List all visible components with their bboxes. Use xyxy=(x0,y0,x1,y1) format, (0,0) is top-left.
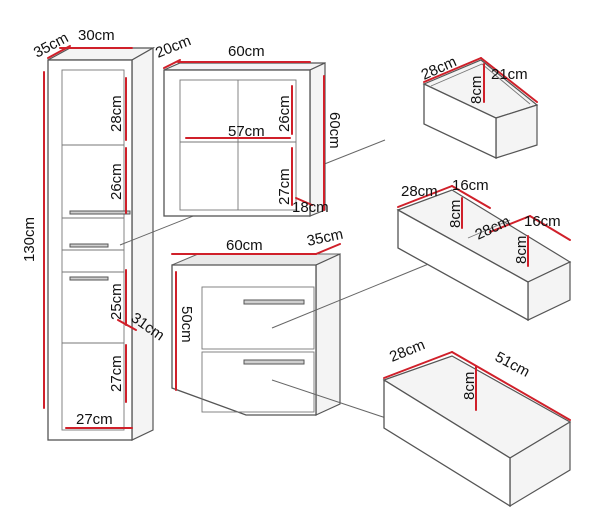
tall-cabinet: 35cm 30cm 130cm 28cm 26cm 25cm 31cm 27cm… xyxy=(21,27,386,441)
wall-inner-depth-label: 18cm xyxy=(292,199,329,216)
drawer-split-left-height-label: 8cm xyxy=(447,200,464,228)
tall-bottom-width-label: 27cm xyxy=(76,411,113,428)
drawer-large-height-label: 8cm xyxy=(461,372,478,400)
tall-width-label: 30cm xyxy=(78,27,115,44)
drawer-small-depth-label: 21cm xyxy=(491,66,528,83)
wall-depth-label: 20cm xyxy=(153,32,193,62)
wall-lower-shelf-label: 27cm xyxy=(276,168,293,205)
drawer-handle xyxy=(69,243,109,248)
drawer-split-left-width-label: 28cm xyxy=(401,183,438,200)
tall-height-label: 130cm xyxy=(21,217,38,262)
vanity-width-label: 60cm xyxy=(226,237,263,254)
wall-height-label: 60cm xyxy=(326,112,343,149)
wall-width-label: 60cm xyxy=(228,43,265,60)
wall-inner-width-label: 57cm xyxy=(228,123,265,140)
drawer-split: 28cm 16cm 8cm 28cm 16cm 8cm xyxy=(396,177,572,322)
drawer-small-height-label: 8cm xyxy=(468,76,485,104)
drawer-handle xyxy=(69,276,109,281)
tall-shelf-1-label: 28cm xyxy=(108,95,125,132)
vanity-cabinet: 60cm 35cm 50cm xyxy=(171,226,449,431)
drawer-split-right-depth-label: 16cm xyxy=(524,213,561,230)
drawer-small: 28cm 21cm 8cm xyxy=(419,53,539,160)
drawer-split-right-height-label: 8cm xyxy=(513,236,530,264)
vanity-depth-label: 35cm xyxy=(305,226,344,250)
drawer-large: 28cm 51cm 8cm xyxy=(382,336,572,508)
tall-shelf-4-label: 27cm xyxy=(108,355,125,392)
wall-upper-shelf-label: 26cm xyxy=(276,95,293,132)
drawer-handle xyxy=(243,299,305,305)
tall-shelf-2-label: 26cm xyxy=(108,163,125,200)
drawer-split-left-depth-label: 16cm xyxy=(452,177,489,194)
drawer-handle xyxy=(243,359,305,365)
wall-cabinet: 20cm 60cm 60cm 57cm 26cm 27cm 18cm xyxy=(153,32,343,217)
tall-shelf-3-label: 25cm xyxy=(108,283,125,320)
drawer-large-width-label: 28cm xyxy=(387,336,427,366)
drawer-large-depth-label: 51cm xyxy=(492,349,532,381)
shelf-handle xyxy=(69,210,131,215)
vanity-height-label: 50cm xyxy=(178,306,195,343)
